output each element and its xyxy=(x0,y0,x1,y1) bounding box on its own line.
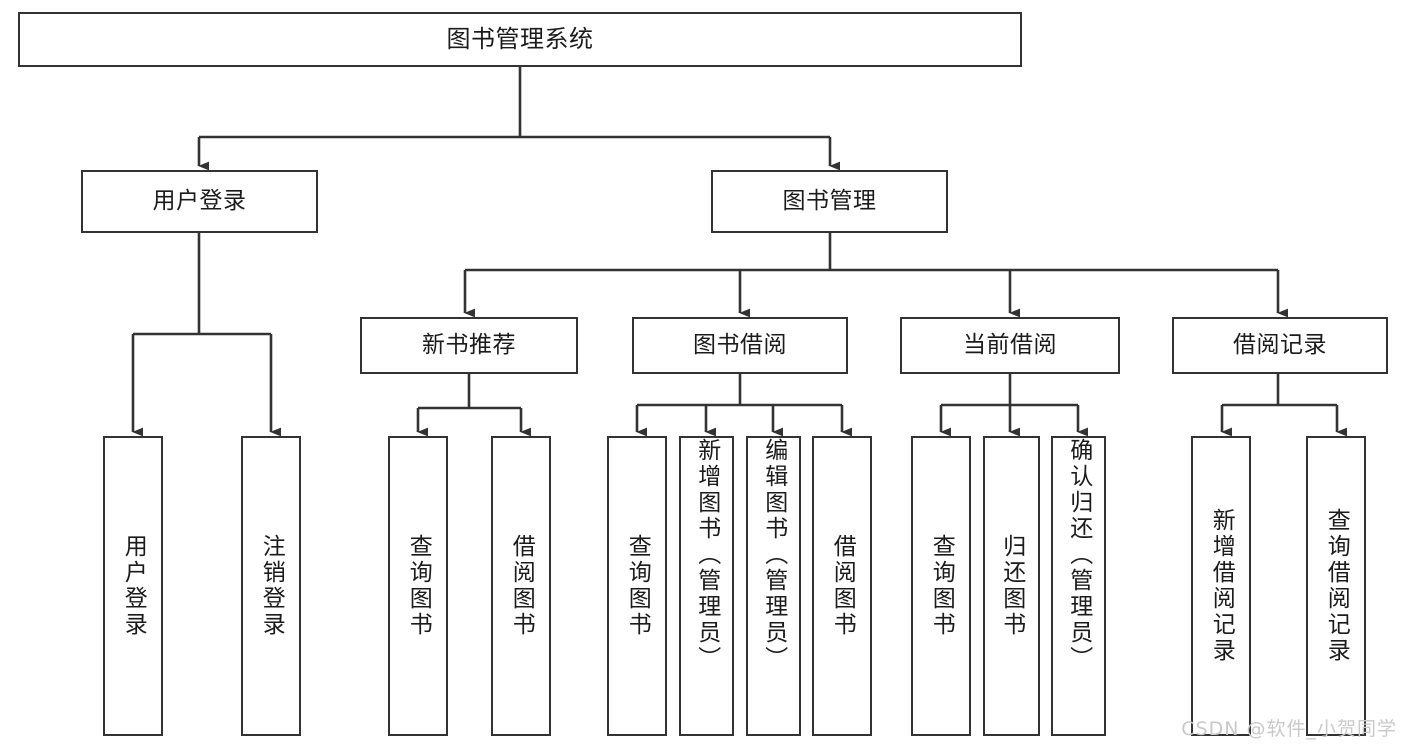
node-book-borrow[interactable]: 图书借阅 xyxy=(632,317,848,374)
leaf-text-wrap: 借阅图书 xyxy=(814,438,870,734)
node-leaf-borrow-book[interactable]: 借阅图书 xyxy=(812,436,872,736)
csdn-watermark: CSDN @软件_小贺同学 xyxy=(1181,718,1397,740)
node-leaf-query-book-recommend[interactable]: 查询图书 xyxy=(388,436,448,736)
node-leaf-query-book-current[interactable]: 查询图书 xyxy=(911,436,971,736)
node-current-borrow[interactable]: 当前借阅 xyxy=(900,317,1120,374)
node-new-book-recommend[interactable]: 新书推荐 xyxy=(360,317,578,374)
leaf-text-wrap: 注销登录 xyxy=(243,438,299,734)
leaf-text-wrap: 用户登录 xyxy=(105,438,161,734)
leaf-text-wrap: 编辑图书（管理员） xyxy=(748,438,799,734)
node-leaf-query-book-borrow[interactable]: 查询图书 xyxy=(607,436,667,736)
leaf-label: 借阅图书 xyxy=(508,534,535,638)
node-leaf-user-login[interactable]: 用户登录 xyxy=(103,436,163,736)
leaf-label: 新增图书（管理员） xyxy=(693,438,720,672)
leaf-text-wrap: 借阅图书 xyxy=(493,438,549,734)
node-leaf-return-book[interactable]: 归还图书 xyxy=(983,436,1040,736)
node-book-management[interactable]: 图书管理 xyxy=(711,170,948,233)
leaf-label: 借阅图书 xyxy=(829,534,856,638)
leaf-label: 注销登录 xyxy=(258,534,285,638)
leaf-label: 用户登录 xyxy=(120,534,147,638)
node-leaf-confirm-return-admin[interactable]: 确认归还（管理员） xyxy=(1051,436,1106,736)
leaf-label: 归还图书 xyxy=(998,534,1025,638)
node-user-login[interactable]: 用户登录 xyxy=(81,170,318,233)
leaf-label: 查询借阅记录 xyxy=(1323,508,1350,664)
node-borrow-record[interactable]: 借阅记录 xyxy=(1172,317,1388,374)
node-leaf-edit-book-admin[interactable]: 编辑图书（管理员） xyxy=(746,436,801,736)
node-root-system[interactable]: 图书管理系统 xyxy=(18,12,1022,67)
leaf-text-wrap: 新增图书（管理员） xyxy=(681,438,732,734)
node-leaf-logout[interactable]: 注销登录 xyxy=(241,436,301,736)
leaf-label: 确认归还（管理员） xyxy=(1065,438,1092,672)
node-leaf-add-book-admin[interactable]: 新增图书（管理员） xyxy=(679,436,734,736)
leaf-label: 查询图书 xyxy=(624,534,651,638)
node-leaf-add-borrow-record[interactable]: 新增借阅记录 xyxy=(1191,436,1251,736)
leaf-text-wrap: 查询图书 xyxy=(609,438,665,734)
leaf-text-wrap: 新增借阅记录 xyxy=(1193,438,1249,734)
leaf-text-wrap: 查询借阅记录 xyxy=(1308,438,1364,734)
leaf-label: 编辑图书（管理员） xyxy=(760,438,787,672)
leaf-text-wrap: 查询图书 xyxy=(390,438,446,734)
node-leaf-query-borrow-record[interactable]: 查询借阅记录 xyxy=(1306,436,1366,736)
node-leaf-borrow-book-recommend[interactable]: 借阅图书 xyxy=(491,436,551,736)
leaf-label: 新增借阅记录 xyxy=(1208,508,1235,664)
leaf-text-wrap: 归还图书 xyxy=(985,438,1038,734)
leaf-label: 查询图书 xyxy=(928,534,955,638)
leaf-label: 查询图书 xyxy=(405,534,432,638)
leaf-text-wrap: 确认归还（管理员） xyxy=(1053,438,1104,734)
leaf-text-wrap: 查询图书 xyxy=(913,438,969,734)
